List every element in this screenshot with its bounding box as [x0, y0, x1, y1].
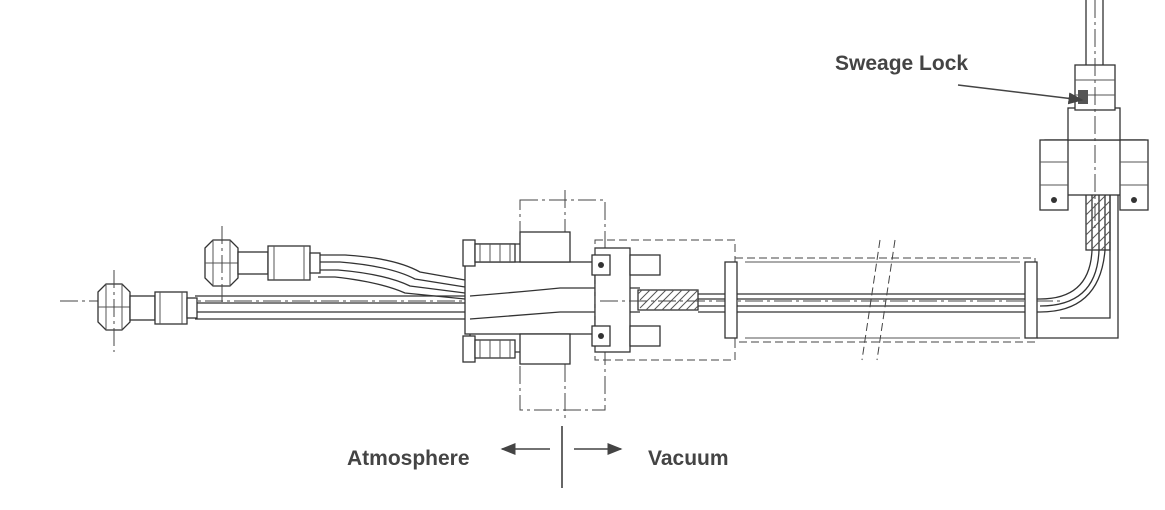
upper-tube [318, 254, 466, 300]
sweage-lock-leader [957, 84, 1084, 105]
sweage-lock-label: Sweage Lock [835, 52, 968, 75]
atmosphere-label: Atmosphere [347, 447, 470, 470]
flange-assembly [462, 190, 736, 420]
vacuum-side-tube [600, 239, 1060, 361]
lower-elbow-fitting [97, 270, 198, 352]
tube-bend [1037, 174, 1119, 339]
upper-elbow-fitting [204, 226, 321, 302]
sweage-lock-fitting [1039, 0, 1149, 230]
vacuum-label: Vacuum [648, 447, 729, 470]
